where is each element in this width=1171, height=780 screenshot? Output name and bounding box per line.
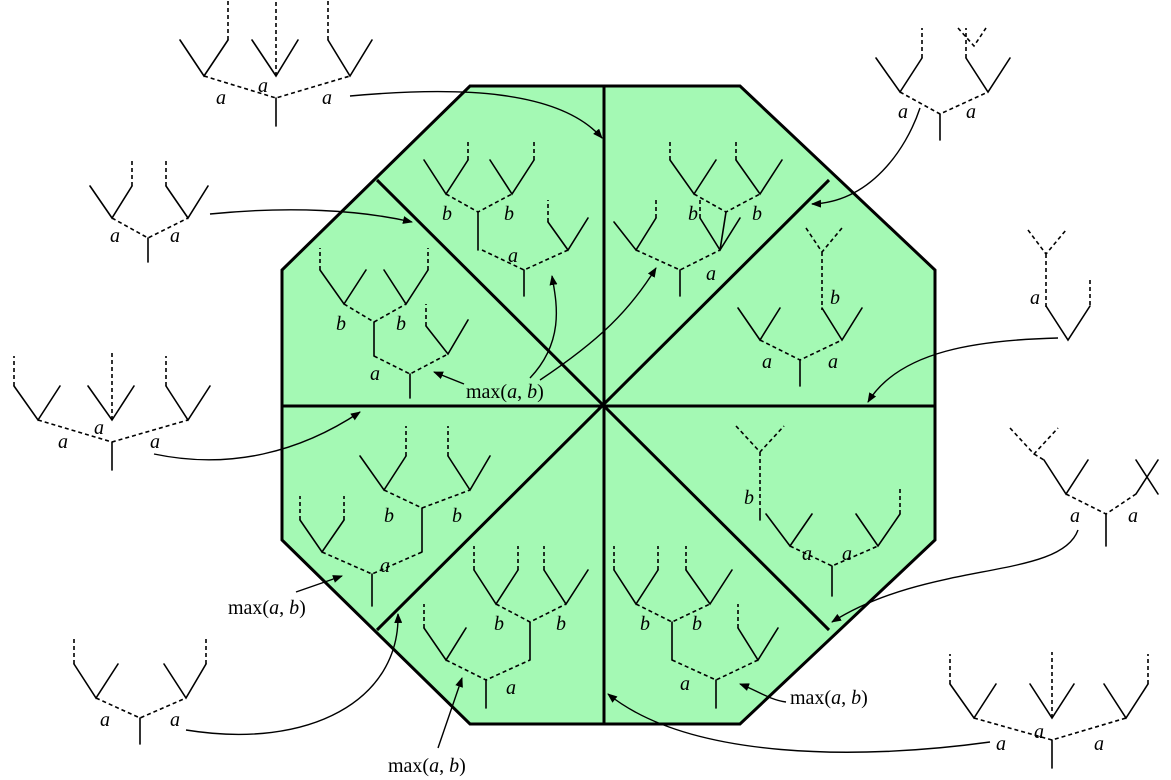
- max-label-right: max(a, b): [790, 687, 868, 709]
- label-b: b: [384, 505, 394, 527]
- label-a: a: [170, 225, 180, 247]
- label-b: b: [452, 505, 462, 527]
- outer-tree-left-bottom: a a: [73, 636, 207, 745]
- label-a: a: [508, 245, 518, 267]
- label-a: a: [1030, 287, 1040, 309]
- label-a: a: [100, 709, 110, 731]
- arrow-left-to-wsw: [295, 575, 343, 593]
- label-a: a: [762, 351, 772, 373]
- outer-tree-right-upper: a: [1027, 229, 1091, 342]
- label-a: a: [58, 431, 68, 453]
- arrow-bottom-to-ssw: [437, 677, 463, 749]
- tree-region-nnw: b b a: [423, 140, 589, 297]
- label-b: b: [640, 613, 650, 635]
- label-a: a: [898, 101, 908, 123]
- label-b: b: [504, 203, 514, 225]
- label-a: a: [802, 543, 812, 565]
- arrow-right-upper: [867, 337, 1059, 403]
- label-a: a: [380, 555, 390, 577]
- arrow-top-right: [811, 107, 921, 208]
- label-b: b: [744, 487, 754, 509]
- tree-region-wnw: b b a: [319, 248, 469, 399]
- outer-tree-right-lower: a a: [1009, 427, 1159, 547]
- label-a: a: [966, 101, 976, 123]
- label-a: a: [322, 87, 332, 109]
- outer-tree-left-upper: a a: [89, 160, 209, 263]
- label-b: b: [692, 613, 702, 635]
- tree-region-ese: b a a: [735, 425, 901, 597]
- tree-region-sse: b b a: [613, 546, 779, 709]
- tree-region-nne: b b a: [613, 140, 783, 297]
- arrows: [153, 90, 1079, 753]
- tree-region-wsw: b b a: [299, 426, 491, 607]
- arrow-center-to-wnw: [433, 371, 465, 385]
- label-b: b: [336, 313, 346, 335]
- arrow-center-to-nne: [539, 267, 657, 381]
- outer-tree-top-right: a a: [875, 27, 1011, 141]
- label-b: b: [752, 203, 762, 225]
- arrow-right-lower: [831, 529, 1079, 623]
- arrow-left-middle: [153, 411, 361, 461]
- label-a: a: [1094, 733, 1104, 755]
- label-a: a: [828, 351, 838, 373]
- label-a: a: [110, 225, 120, 247]
- arrow-center-to-nnw: [529, 275, 558, 379]
- label-a: a: [1070, 505, 1080, 527]
- label-b: b: [688, 203, 698, 225]
- outer-tree-top-left: a a a: [179, 0, 373, 127]
- label-a: a: [258, 75, 268, 97]
- label-a: a: [996, 733, 1006, 755]
- label-b: b: [494, 613, 504, 635]
- label-a: a: [216, 87, 226, 109]
- label-a: a: [842, 543, 852, 565]
- label-b: b: [830, 287, 840, 309]
- arrow-top-left: [349, 90, 603, 139]
- max-label-left: max(a, b): [228, 597, 306, 619]
- label-a: a: [706, 263, 716, 285]
- label-a: a: [1034, 721, 1044, 743]
- arrow-bottom-right: [607, 693, 991, 753]
- label-a: a: [506, 677, 516, 699]
- outer-tree-left-middle: a a a: [13, 350, 211, 471]
- arrow-right-to-sse: [739, 683, 787, 703]
- label-a: a: [370, 363, 380, 385]
- outer-tree-bottom-right: a a a: [949, 652, 1149, 769]
- label-a: a: [1128, 505, 1138, 527]
- arrow-left-upper: [209, 209, 413, 224]
- tree-region-ssw: b b a: [423, 546, 589, 709]
- divider-diagonal-2: [375, 178, 831, 632]
- label-b: b: [442, 203, 452, 225]
- max-label-center: max(a, b): [466, 381, 544, 403]
- octagon: [280, 84, 937, 726]
- max-label-bottom: max(a, b): [388, 755, 466, 777]
- label-b: b: [556, 613, 566, 635]
- label-a: a: [680, 673, 690, 695]
- label-a: a: [94, 417, 104, 439]
- label-b: b: [396, 313, 406, 335]
- label-a: a: [150, 431, 160, 453]
- label-a: a: [170, 709, 180, 731]
- tree-region-ene: b a a: [737, 227, 863, 387]
- arrow-left-bottom: [185, 613, 403, 736]
